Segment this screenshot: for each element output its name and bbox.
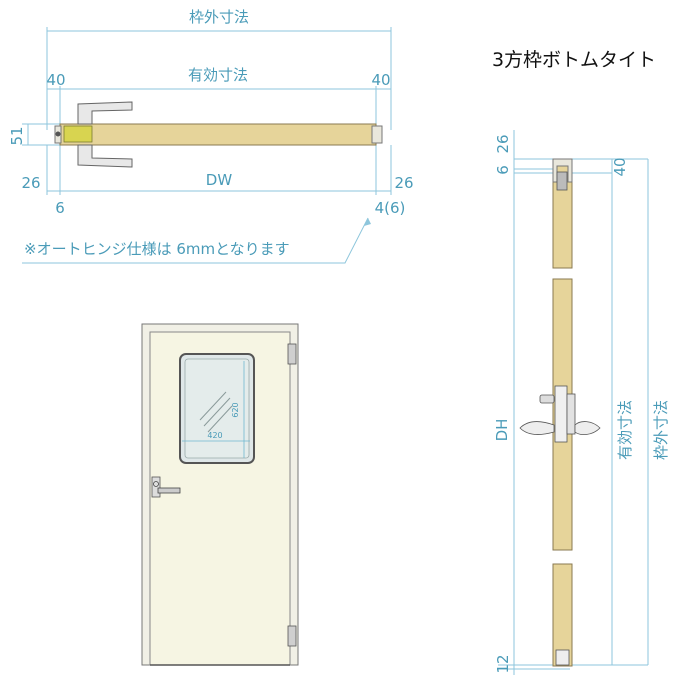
dim-26-left: 26 (21, 174, 40, 192)
glass-reflection-3 (207, 405, 233, 433)
section-view: 3方枠ボトムタイト 26 6 40 DH 有効寸法 枠外寸法 12 (492, 49, 670, 675)
window-width-label: 420 (207, 431, 222, 440)
lever-right-icon (574, 421, 601, 436)
head-frame-section (552, 158, 573, 183)
frame-right-plan (371, 125, 383, 144)
effective-width-label: 有効寸法 (188, 66, 248, 84)
lock-case-icon (554, 385, 568, 443)
glass-reflection-1 (199, 391, 227, 421)
lock-faceplate-icon (566, 393, 576, 435)
lever-handle-bottom (77, 144, 133, 168)
section-title: 3方枠ボトムタイト (492, 49, 656, 71)
section-dim-6: 6 (494, 165, 512, 175)
dim-51-left: 51 (8, 126, 26, 145)
window-height-label: 620 (231, 402, 240, 417)
lock-plate-icon (151, 476, 161, 498)
section-dim-12: 12 (494, 654, 512, 673)
upper-hinge-icon (287, 343, 297, 365)
window-glass (184, 358, 250, 459)
effective-height-label: 有効寸法 (616, 400, 634, 460)
closer-arm-icon (556, 171, 568, 191)
key-cylinder-section-icon (539, 394, 555, 404)
door-section-lower (552, 563, 573, 667)
lever-left-icon (519, 421, 555, 436)
dim-4-6: 4(6) (375, 199, 406, 217)
note-leader-line (22, 217, 369, 264)
bottom-tight-seal-icon (555, 649, 570, 666)
auto-hinge-note: ※オートヒンジ仕様は 6mmとなります (24, 240, 290, 258)
plan-view: 枠外寸法 有効寸法 40 40 51 51 DW 26 26 6 4(6) (8, 8, 414, 264)
section-dim-26: 26 (494, 134, 512, 153)
key-cylinder-icon (153, 481, 159, 487)
door-leaf-plan (59, 123, 377, 146)
elevation-view: 420 620 (141, 323, 299, 666)
section-dim-40: 40 (611, 157, 629, 176)
frame-width-label: 枠外寸法 (189, 8, 249, 26)
dh-label: DH (493, 419, 511, 442)
hinge-pin-icon (55, 131, 61, 137)
dim-40-left: 40 (46, 71, 65, 89)
glass-reflection-2 (203, 397, 231, 427)
lever-handle-icon (157, 487, 181, 494)
lower-hinge-icon (287, 625, 297, 647)
note-arrow-icon (364, 218, 371, 226)
dim-26-right: 26 (394, 174, 413, 192)
lever-handle-top (77, 101, 133, 125)
dim-40-right: 40 (371, 71, 390, 89)
dim-6: 6 (55, 199, 65, 217)
frame-height-label: 枠外寸法 (652, 400, 670, 460)
dw-label: DW (206, 171, 233, 189)
lock-body-plan (63, 125, 93, 143)
